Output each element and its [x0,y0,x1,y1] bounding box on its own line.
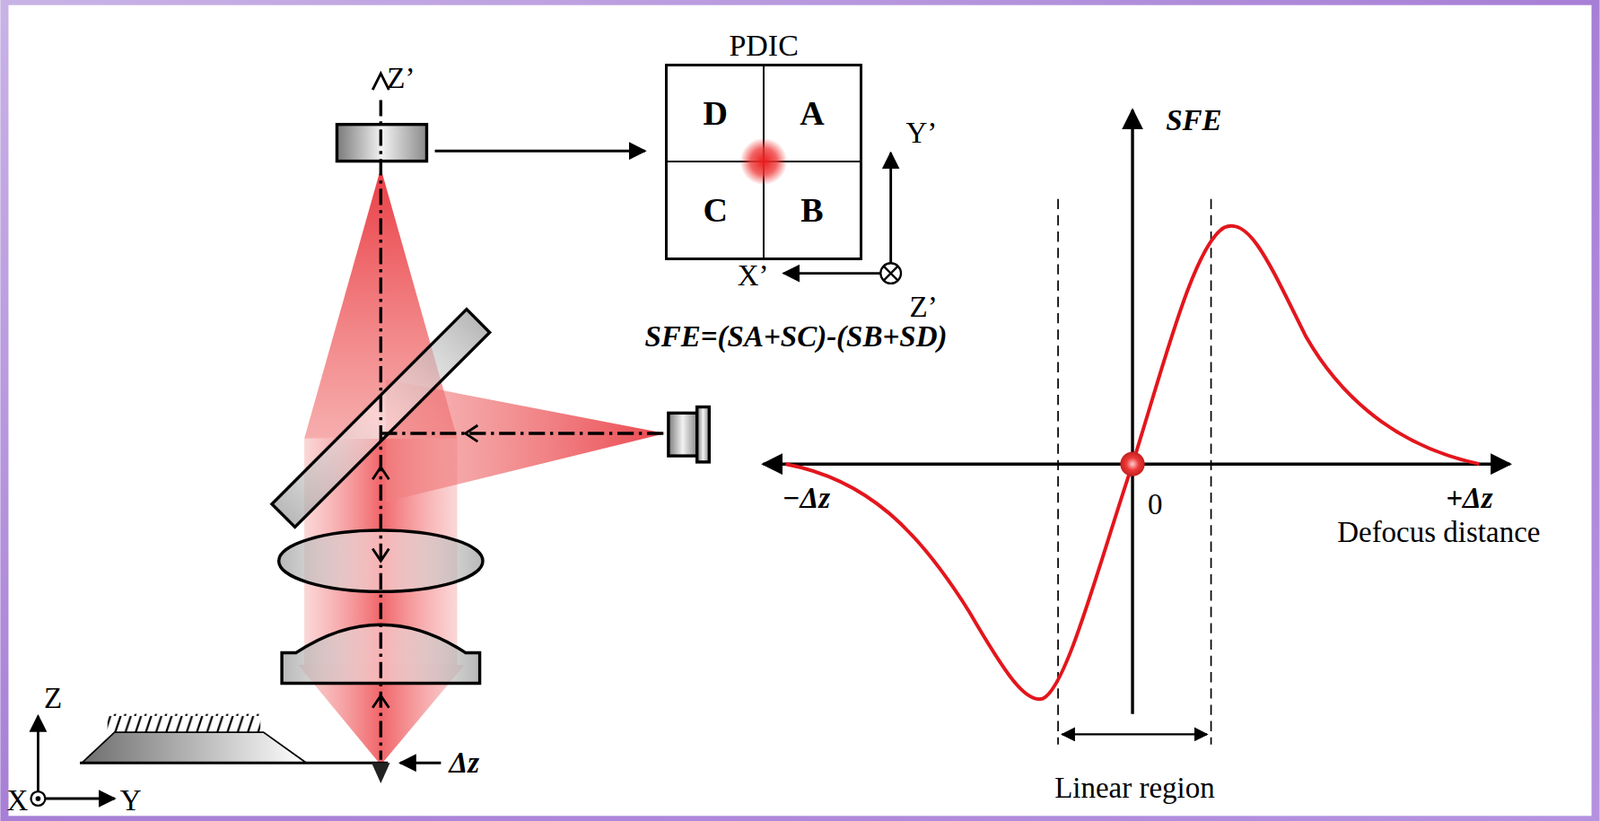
axis-label: Y’ [905,116,937,149]
detector-square: PDICDACB [664,63,862,261]
quadrant-letter: A [799,96,824,131]
axis-label: X’ [737,259,770,292]
axis-label: Z’ [386,61,415,95]
formula-label: SFE=(SA+SC)-(SB+SD) [644,320,947,353]
dimension-label: Δz [449,746,481,779]
tick-label: −Δz [782,481,831,515]
axis-label: Y [120,784,142,817]
axis-label: X [6,784,28,817]
quadrant-letter: D [703,96,728,131]
light-spot [740,138,787,185]
tick-label: 0 [1147,488,1163,521]
axis-title: SFE [1165,104,1222,137]
quadrant-letter: C [703,192,728,228]
node-heading: PDIC [667,30,859,62]
axis-title: Defocus distance [1337,515,1540,549]
axis-label: Z [43,681,62,715]
region-label: Linear region [1054,771,1216,805]
quadrant-letter: B [800,192,823,228]
axis-label: Z’ [909,290,938,324]
tick-label: +Δz [1445,481,1493,515]
